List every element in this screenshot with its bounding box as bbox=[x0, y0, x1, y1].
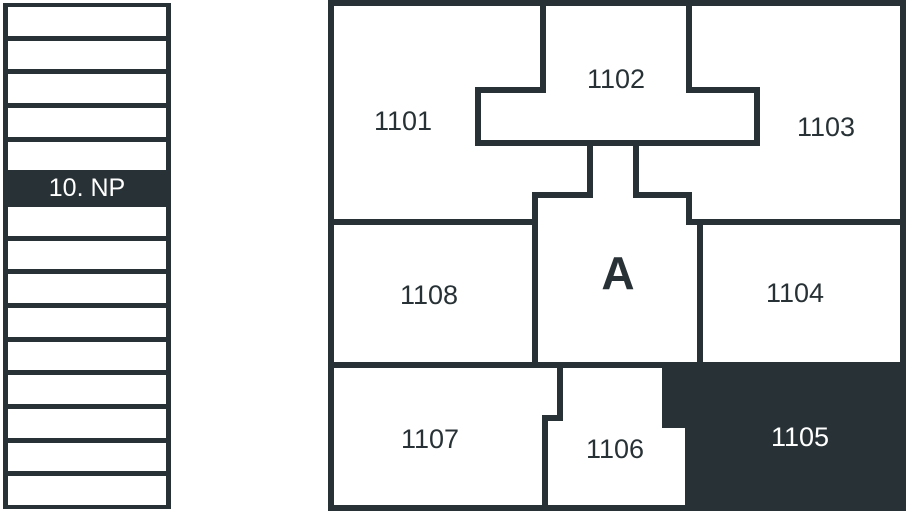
unit-label-1104: 1104 bbox=[766, 278, 824, 308]
floor-row[interactable] bbox=[8, 207, 166, 236]
unit-label-1101: 1101 bbox=[374, 106, 432, 136]
unit-1105[interactable] bbox=[665, 365, 903, 508]
unit-label-1107: 1107 bbox=[401, 424, 459, 454]
floor-row[interactable] bbox=[8, 141, 166, 171]
floor-row[interactable] bbox=[8, 274, 166, 304]
unit-1104[interactable] bbox=[700, 222, 903, 365]
floor-row[interactable] bbox=[8, 341, 166, 371]
floor-row[interactable] bbox=[8, 375, 166, 404]
floor-row[interactable] bbox=[8, 40, 166, 70]
outer-wall bbox=[328, 0, 906, 511]
floor-row-active[interactable]: 10. NP bbox=[3, 172, 171, 206]
unit-label-1106: 1106 bbox=[586, 434, 644, 464]
floor-row[interactable] bbox=[8, 7, 166, 36]
unit-1103[interactable] bbox=[636, 3, 903, 222]
unit-1106[interactable] bbox=[545, 365, 688, 508]
unit-label-1105: 1105 bbox=[771, 422, 829, 452]
floor-row[interactable] bbox=[8, 74, 166, 103]
floor-row[interactable] bbox=[8, 408, 166, 438]
unit-1108[interactable] bbox=[331, 222, 535, 365]
floor-selector: 10. NP bbox=[3, 3, 171, 509]
wall bbox=[532, 143, 593, 365]
floor-row[interactable] bbox=[8, 476, 166, 505]
active-floor-label: 10. NP bbox=[48, 174, 126, 203]
floor-row[interactable] bbox=[8, 107, 166, 137]
unit-label-1108: 1108 bbox=[400, 280, 458, 310]
unit-label-1102: 1102 bbox=[587, 64, 645, 94]
wall bbox=[633, 143, 703, 365]
floor-row[interactable] bbox=[8, 442, 166, 472]
unit-label-1103: 1103 bbox=[797, 112, 855, 142]
core-label: A bbox=[601, 247, 634, 299]
wall bbox=[475, 3, 760, 146]
wall bbox=[542, 365, 563, 508]
floor-row[interactable] bbox=[8, 240, 166, 270]
unit-1107[interactable] bbox=[331, 365, 560, 508]
unit-1101[interactable] bbox=[331, 3, 590, 222]
wall bbox=[662, 365, 691, 508]
floor-row[interactable] bbox=[8, 308, 166, 337]
